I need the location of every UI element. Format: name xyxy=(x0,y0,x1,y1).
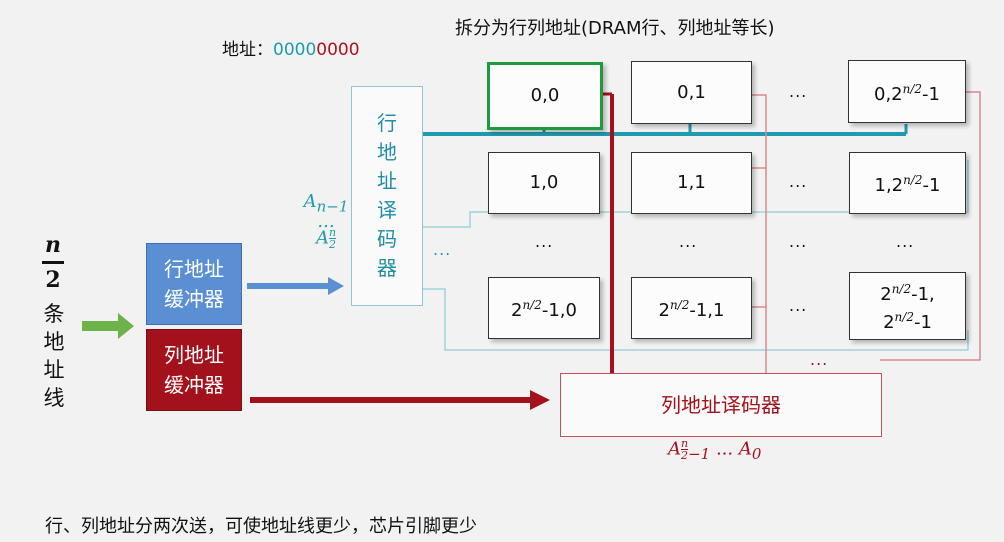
address-label: 地址： xyxy=(222,40,273,60)
cell-1-1: 1,1 xyxy=(631,152,752,214)
row-decoder-char: 器 xyxy=(377,256,397,280)
col-addr-first-sub-num: n xyxy=(681,437,689,450)
col-address-buffer: 列地址 缓冲器 xyxy=(146,329,242,411)
cell-exp: n/2 xyxy=(669,298,690,312)
address-row-bits: 0000 xyxy=(273,40,317,60)
cell-0-last: 0,2n/2-1 xyxy=(848,60,966,123)
cell-label: 0,1 xyxy=(677,81,706,103)
last-row-ellipsis: ... xyxy=(789,296,808,315)
diagram-title: 拆分为行列地址(DRAM行、列地址等长) xyxy=(455,18,775,39)
row-addr-top-sub: n−1 xyxy=(316,197,349,216)
row-buffer-arrow xyxy=(247,277,344,295)
col1-ellipsis: ... xyxy=(679,232,698,251)
cell-tail: -1, xyxy=(911,284,935,305)
row-decoder-char: 行 xyxy=(377,111,397,135)
fraction-bar xyxy=(42,261,64,264)
cell-tail: -1 xyxy=(922,83,940,105)
address-col-bits: 0000 xyxy=(316,40,360,60)
row-addr-top: A xyxy=(303,191,317,212)
cell-base: 2 xyxy=(880,284,892,305)
cell-base: 1,2 xyxy=(874,175,904,196)
row-addr-bottom-sub-num: n xyxy=(328,225,337,239)
row-decoder-char: 译 xyxy=(377,198,397,222)
side-char: 条 xyxy=(43,302,65,326)
cell-0-0: 0,0 xyxy=(487,62,603,130)
cell-exp: n/2 xyxy=(902,81,923,96)
col-last-ellipsis: ... xyxy=(896,232,915,251)
row-lines xyxy=(422,124,969,351)
row-decoder-char: 址 xyxy=(377,169,397,193)
col-addr-last-sub: 0 xyxy=(751,445,762,464)
col-decoder-ellipsis: ... xyxy=(810,350,829,369)
col-addr-first-sub-tail: −1 xyxy=(688,445,711,464)
cell-tail: -1 xyxy=(922,175,941,196)
row-addr-dots: ... xyxy=(317,210,335,232)
row-address-buffer: 行地址 缓冲器 xyxy=(146,243,242,325)
row-addr-bottom-sub-den: 2 xyxy=(328,237,337,251)
row-addr-bottom: A xyxy=(315,227,329,249)
col-buffer-arrow xyxy=(250,390,550,410)
input-arrow xyxy=(82,313,134,339)
address-display: 地址：00000000 xyxy=(222,35,360,60)
row-decoder-char: 码 xyxy=(377,227,397,251)
cell-base: 2 xyxy=(883,312,895,333)
col-buffer-line2: 缓冲器 xyxy=(164,373,224,397)
col-addr-first-sub-den: 2 xyxy=(681,449,689,462)
cell-0-1: 0,1 xyxy=(631,61,752,124)
cell-exp: n/2 xyxy=(891,282,912,296)
footer-note: 行、列地址分两次送，可使地址线更少，芯片引脚更少 xyxy=(45,516,477,537)
cell-last-1: 2n/2-1,1 xyxy=(631,277,752,339)
cell-base: 0,2 xyxy=(874,83,903,105)
cell-exp: n/2 xyxy=(522,298,542,312)
row-address-decoder: 行 地 址 译 码 器 xyxy=(351,86,423,306)
row-buffer-line1: 行地址 xyxy=(164,257,224,281)
mid-ellipsis: ... xyxy=(789,232,808,251)
fraction-denominator: 2 xyxy=(45,267,61,293)
cell-label: 1,1 xyxy=(677,172,706,193)
side-char: 址 xyxy=(43,358,65,382)
side-char: 地 xyxy=(43,330,65,354)
cell-1-0: 1,0 xyxy=(488,152,600,214)
col-address-decoder: 列地址译码器 xyxy=(560,373,882,437)
cell-last-0: 2n/2-1,0 xyxy=(488,277,600,339)
cell-label: 0,0 xyxy=(530,85,560,106)
address-line-label: 条 地 址 线 xyxy=(42,300,66,412)
cell-tail: -1,1 xyxy=(689,300,725,321)
cell-exp: n/2 xyxy=(894,310,914,324)
cell-1-last: 1,2n/2-1 xyxy=(849,152,966,214)
cell-tail: -1,0 xyxy=(541,300,577,321)
row-decoder-ellipsis: ... xyxy=(433,240,452,259)
col-addr-last: A xyxy=(738,438,752,460)
cell-label: 1,0 xyxy=(529,172,559,193)
fraction-numerator: n xyxy=(45,232,61,258)
cell-base: 2 xyxy=(658,300,670,321)
row0-ellipsis: ... xyxy=(789,82,808,101)
row-buffer-line2: 缓冲器 xyxy=(164,287,224,311)
col-addr-first: A xyxy=(668,438,681,460)
col-addr-dots: ... xyxy=(715,438,734,460)
address-line-fraction: n 2 xyxy=(40,232,66,293)
row-decoder-char: 地 xyxy=(377,140,397,164)
side-char: 线 xyxy=(43,386,65,410)
col0-ellipsis: ... xyxy=(535,232,554,251)
col-buffer-line1: 列地址 xyxy=(164,343,224,367)
cell-last-last: 2n/2-1, 2n/2-1 xyxy=(849,272,966,340)
row1-ellipsis: ... xyxy=(789,172,808,191)
cell-exp: n/2 xyxy=(903,173,923,187)
col-lines xyxy=(600,91,981,373)
cell-base: 2 xyxy=(511,300,523,321)
cell-tail: -1 xyxy=(913,312,932,333)
